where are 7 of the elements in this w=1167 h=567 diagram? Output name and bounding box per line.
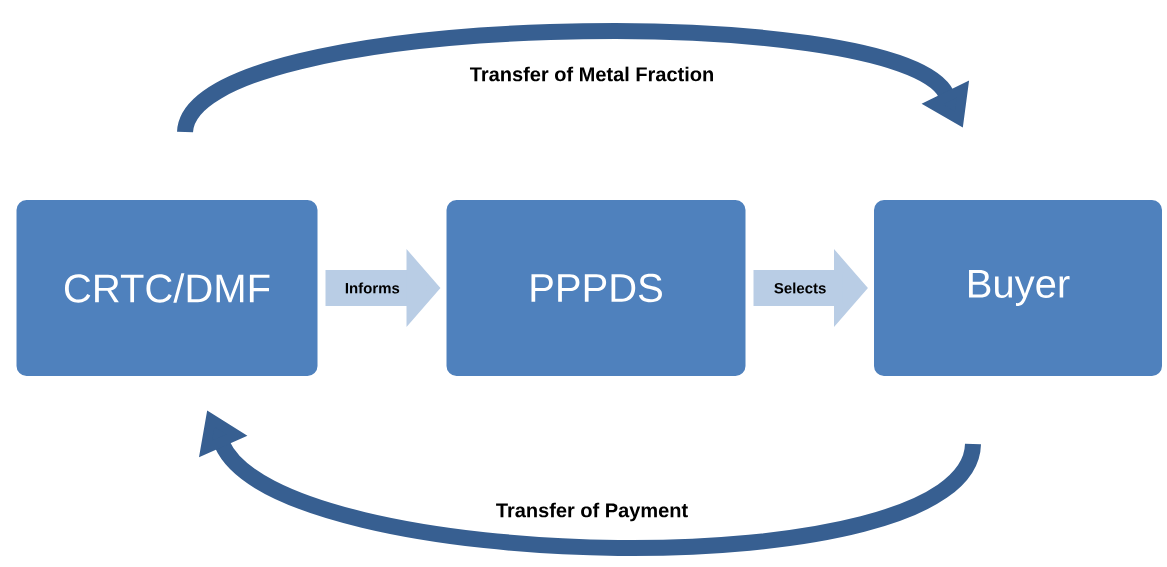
edge-label: Transfer of Payment	[496, 502, 688, 522]
edge-label: Selects	[774, 282, 826, 294]
process-box: CRTC/DMF	[12, 196, 322, 380]
process-box: Buyer	[870, 196, 1166, 380]
edge-label: Transfer of Metal Fraction	[470, 66, 713, 82]
edge-label: Informs	[345, 282, 400, 294]
process-box: PPPDS	[442, 196, 750, 380]
